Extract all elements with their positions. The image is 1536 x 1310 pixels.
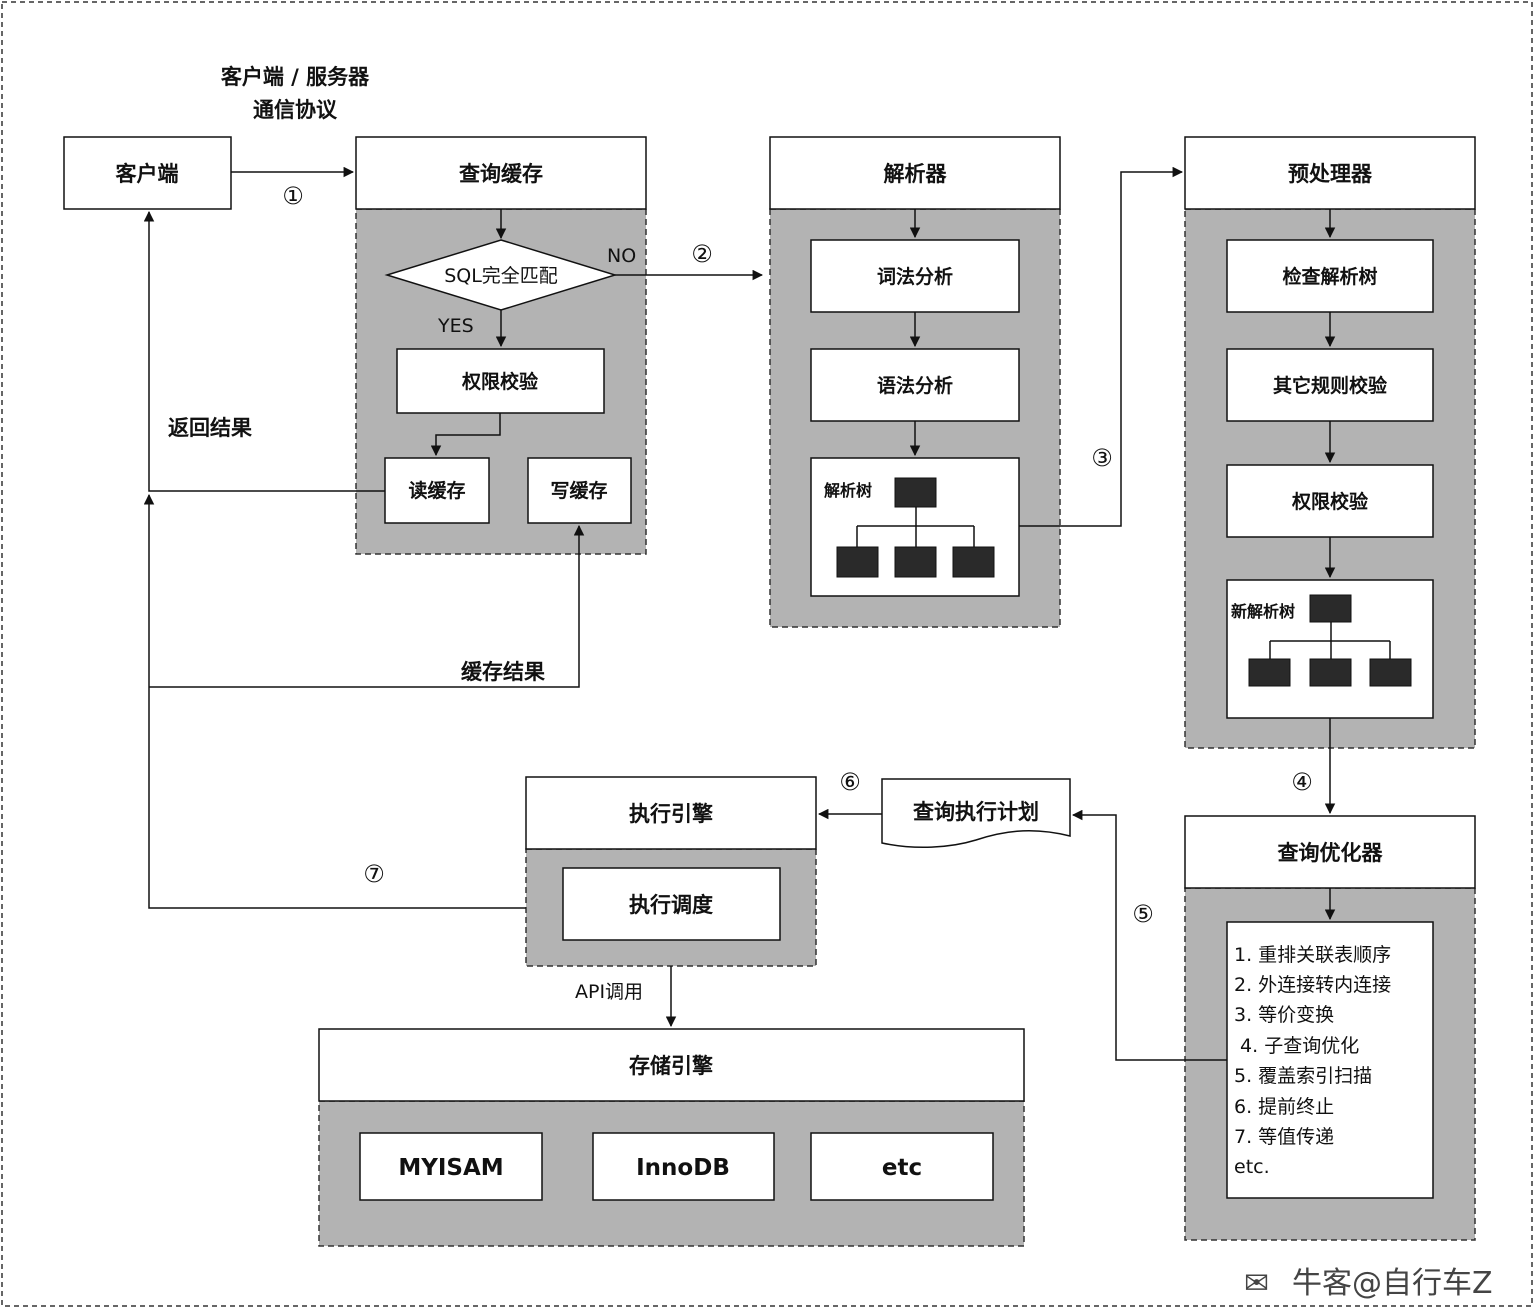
- step-7: ⑦: [363, 860, 385, 888]
- step-5: ⑤: [1132, 900, 1154, 928]
- optimizer-item: etc.: [1234, 1156, 1270, 1178]
- optimizer-item: 3. 等价变换: [1234, 1004, 1334, 1026]
- dispatch-label: 执行调度: [629, 893, 713, 917]
- client-node: 客户端: [63, 136, 232, 210]
- preprocessor-title: 预处理器: [1288, 162, 1373, 186]
- syntax-label: 语法分析: [877, 374, 953, 397]
- cache-permission-label: 权限校验: [461, 370, 539, 393]
- arrow-cache-result: [149, 524, 585, 688]
- optimizer-item: 2. 外连接转内连接: [1234, 974, 1391, 996]
- lexical-label: 词法分析: [877, 265, 953, 288]
- optimizer-item: 5. 覆盖索引扫描: [1234, 1065, 1372, 1087]
- protocol-label-line2: 通信协议: [253, 98, 338, 122]
- pre-permission-label: 权限校验: [1291, 490, 1369, 513]
- parser-title: 解析器: [884, 162, 948, 186]
- other-rules-label: 其它规则校验: [1273, 374, 1388, 397]
- lexical-box: [810, 239, 1020, 313]
- check-tree-box: [1226, 239, 1434, 313]
- pre-permission-box: [1226, 464, 1434, 538]
- connectors: [143, 166, 1336, 1061]
- yes-label: YES: [437, 315, 474, 337]
- cache-permission-box: [396, 348, 605, 414]
- engine-myisam-label: MYISAM: [398, 1155, 503, 1181]
- engine-etc-label: etc: [882, 1155, 922, 1181]
- arrow-executor-to-client: [143, 493, 526, 909]
- executor-group: 执行引擎 执行调度: [525, 776, 817, 967]
- parse-tree-label: 解析树: [824, 481, 872, 500]
- new-tree-label: 新解析树: [1231, 602, 1295, 621]
- optimizer-group: 查询优化器 1. 重排关联表顺序 2. 外连接转内连接 3. 等价变换 4. 子…: [1184, 815, 1476, 1241]
- protocol-label-line1: 客户端 / 服务器: [221, 65, 370, 89]
- step-2: ②: [691, 240, 713, 268]
- arrow-optimizer-to-plan: [1071, 809, 1227, 1061]
- step-1: ①: [282, 182, 304, 210]
- return-result-label: 返回结果: [168, 416, 252, 440]
- optimizer-title: 查询优化器: [1278, 841, 1384, 865]
- parse-tree-icon: [836, 477, 995, 578]
- engine-etc-box: [810, 1132, 994, 1201]
- no-label: NO: [607, 245, 636, 267]
- step-4: ④: [1291, 768, 1313, 796]
- write-cache-label: 写缓存: [550, 479, 607, 502]
- engine-innodb-box: [592, 1132, 775, 1201]
- preprocessor-group: 预处理器 检查解析树 其它规则校验 权限校验 新解析树: [1184, 136, 1476, 749]
- cache-result-label: 缓存结果: [461, 660, 545, 684]
- engine-innodb-label: InnoDB: [636, 1155, 730, 1181]
- step-3: ③: [1091, 444, 1113, 472]
- execution-plan-node: 查询执行计划: [881, 778, 1071, 849]
- parser-group: 解析器 词法分析 语法分析 解析树: [769, 136, 1061, 628]
- api-call-label: API调用: [575, 981, 643, 1003]
- syntax-box: [810, 348, 1020, 422]
- watermark: ✉ 牛客@自行车Z: [1244, 1266, 1493, 1301]
- watermark-logo-icon: ✉: [1244, 1266, 1269, 1301]
- arrow-tree-to-preprocessor: [1019, 166, 1184, 527]
- optimizer-item: 1. 重排关联表顺序: [1234, 944, 1391, 966]
- executor-title: 执行引擎: [629, 802, 713, 826]
- arrow-permission-to-read: [430, 413, 501, 457]
- dispatch-box: [562, 867, 781, 941]
- step-6: ⑥: [839, 768, 861, 796]
- storage-group: 存储引擎 MYISAM InnoDB etc: [318, 1028, 1025, 1247]
- read-cache-label: 读缓存: [408, 479, 465, 502]
- optimizer-item: 6. 提前终止: [1234, 1096, 1334, 1118]
- query-cache-title: 查询缓存: [459, 162, 543, 186]
- arrow-return-result: [143, 210, 385, 492]
- write-cache-box: [527, 457, 632, 524]
- engine-myisam-box: [359, 1132, 543, 1201]
- new-tree-icon: [1248, 594, 1412, 687]
- query-cache-group: 查询缓存 SQL完全匹配 NO YES 权限校验 读缓存 写缓存: [355, 136, 647, 555]
- optimizer-list-box: [1226, 921, 1434, 1199]
- storage-title: 存储引擎: [629, 1054, 713, 1078]
- execution-plan-label: 查询执行计划: [913, 800, 1039, 824]
- optimizer-item: 4. 子查询优化: [1234, 1035, 1359, 1057]
- client-label: 客户端: [116, 162, 179, 186]
- watermark-text: 牛客@自行车Z: [1292, 1266, 1493, 1301]
- optimizer-item: 7. 等值传递: [1234, 1126, 1334, 1148]
- other-rules-box: [1226, 348, 1434, 422]
- sql-match-label: SQL完全匹配: [444, 265, 558, 287]
- check-tree-label: 检查解析树: [1282, 265, 1377, 288]
